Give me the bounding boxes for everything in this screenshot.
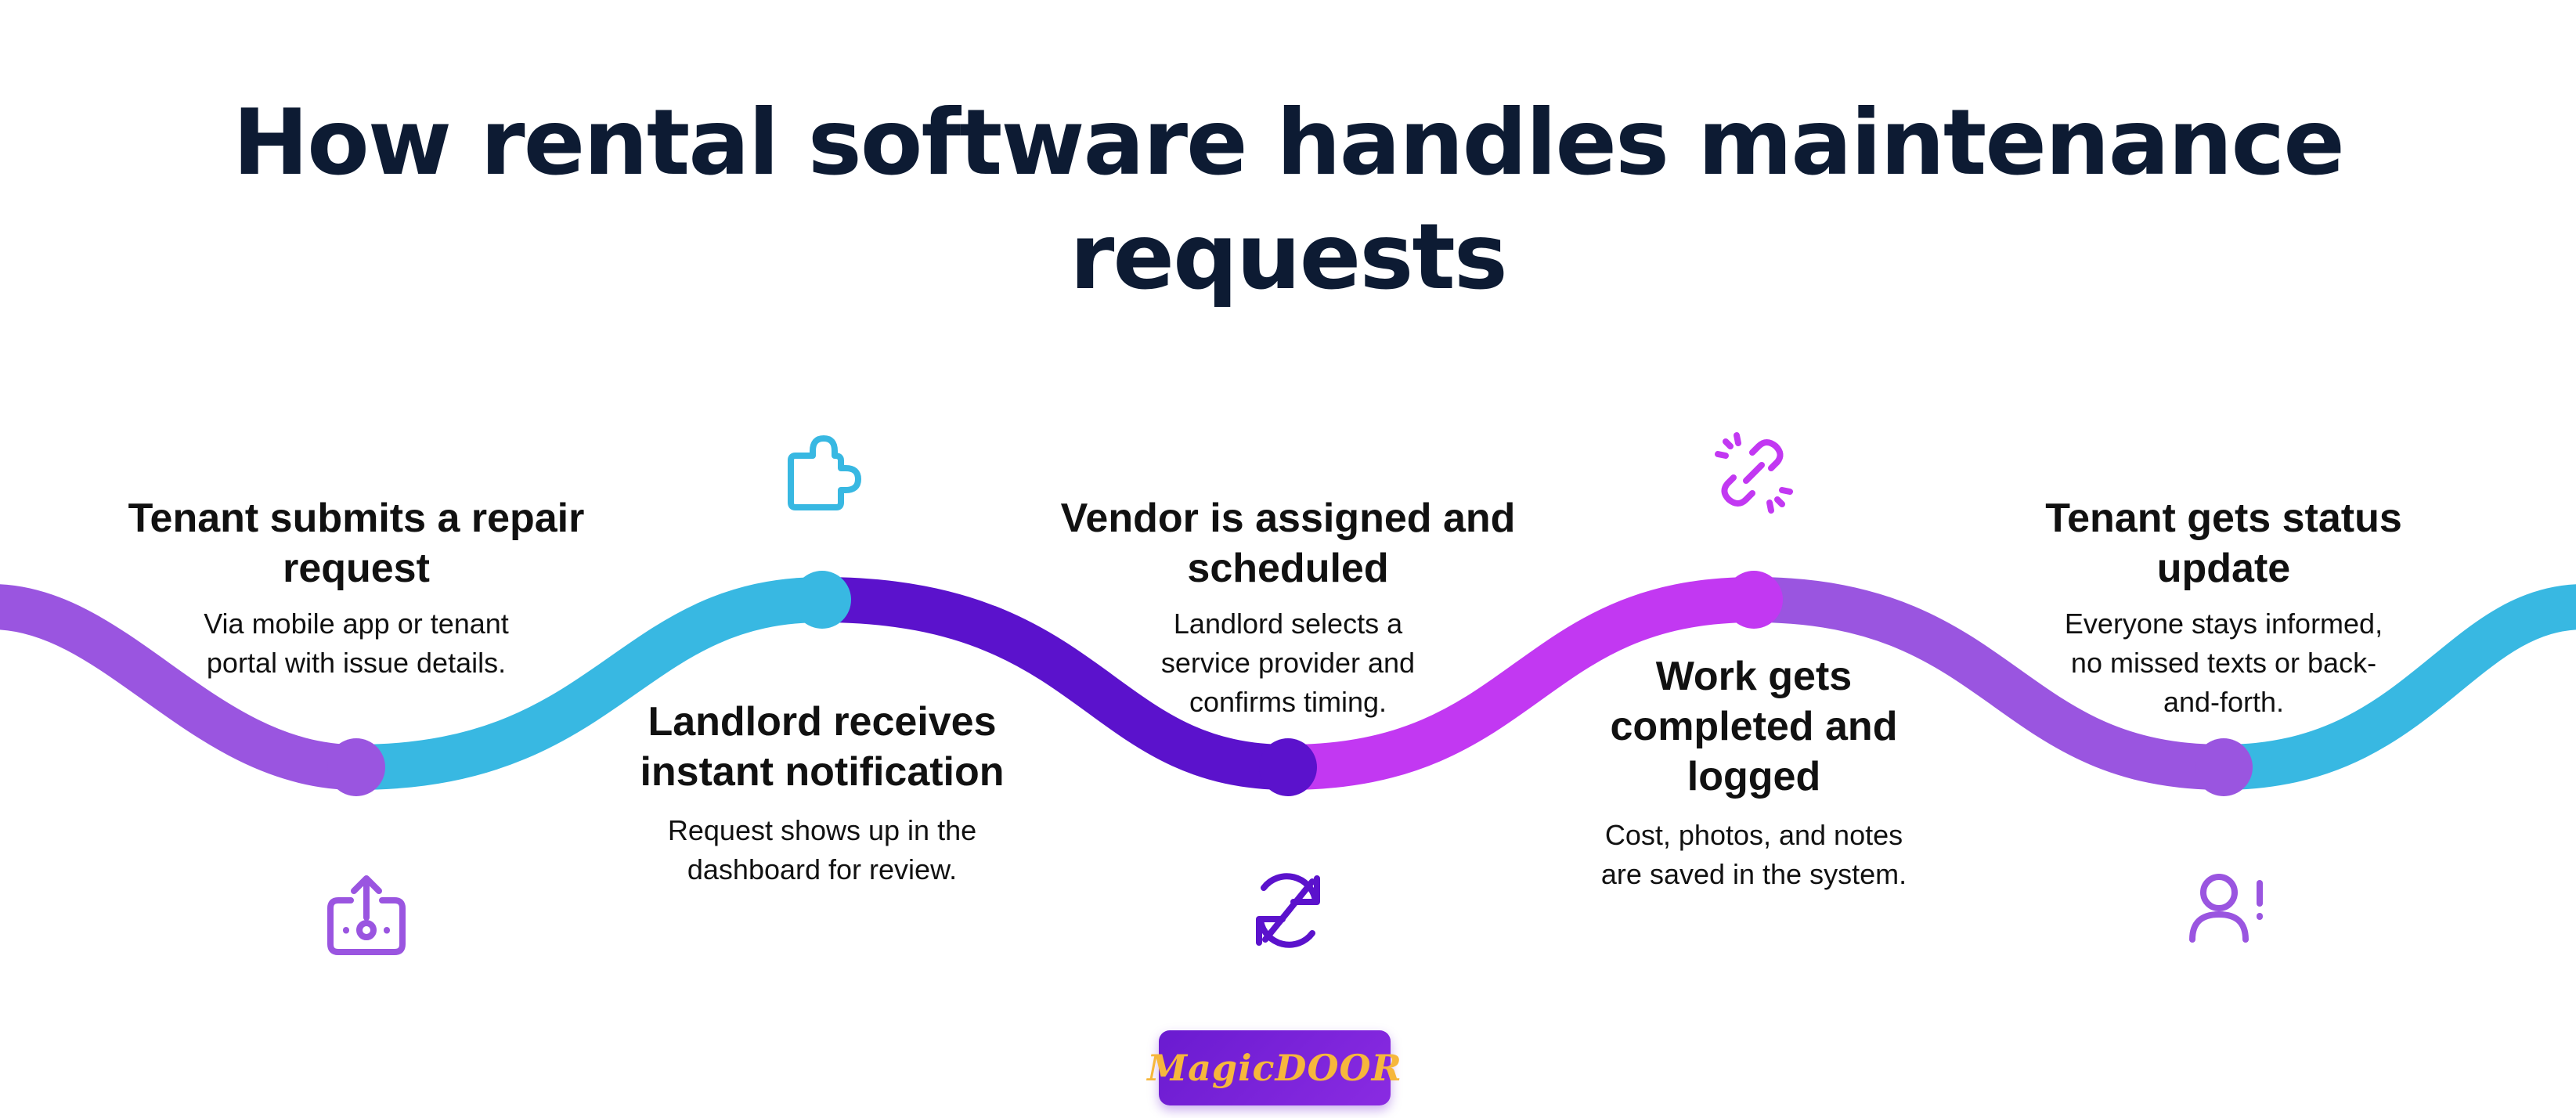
- step-3-title: Vendor is assigned and scheduled: [1060, 496, 1516, 591]
- step-5-description: Everyone stays informed, no missed texts…: [2064, 608, 2383, 718]
- page-title: How rental software handles maintenance …: [233, 90, 2345, 310]
- puzzle-icon: [788, 435, 861, 510]
- sync-off-icon: [1256, 873, 1320, 948]
- node-2: [793, 571, 851, 629]
- step-2: Landlord receives instant notification R…: [611, 697, 1034, 889]
- step-4-title: Work gets completed and logged: [1610, 654, 1898, 799]
- step-5-title: Tenant gets status update: [2045, 496, 2402, 591]
- step-1-title: Tenant submits a repair request: [128, 496, 585, 591]
- broken-link-icon: [1715, 432, 1793, 514]
- step-2-title: Landlord receives instant notification: [640, 699, 1005, 795]
- node-4: [1725, 571, 1783, 629]
- step-4-description: Cost, photos, and notes are saved in the…: [1600, 819, 1907, 890]
- step-3: Vendor is assigned and scheduled Landlor…: [1034, 493, 1542, 722]
- wave-segment-5: [1753, 577, 2224, 790]
- magicdoor-logo: MagicDOOR: [1147, 1030, 1402, 1105]
- wave-segment-2: [355, 577, 823, 790]
- step-3-description: Landlord selects a service provider and …: [1160, 608, 1416, 718]
- step-5: Tenant gets status update Everyone stays…: [2004, 493, 2443, 722]
- step-1-description: Via mobile app or tenant portal with iss…: [204, 608, 509, 679]
- step-4: Work gets completed and logged Cost, pho…: [1550, 651, 1957, 894]
- step-2-description: Request shows up in the dashboard for re…: [667, 814, 977, 885]
- wave-segment-1: [0, 584, 357, 790]
- node-1: [327, 738, 385, 796]
- node-5: [2195, 738, 2253, 796]
- step-1: Tenant submits a repair request Via mobi…: [110, 493, 603, 683]
- wave-segment-4: [1287, 577, 1755, 790]
- upload-payment-icon: [327, 875, 406, 955]
- wave-segment-6: [2223, 584, 2576, 790]
- node-3: [1259, 738, 1317, 796]
- wave-segment-3: [821, 577, 1289, 790]
- logo-text: MagicDOOR: [1147, 1047, 1402, 1089]
- user-alert-icon: [2189, 874, 2263, 943]
